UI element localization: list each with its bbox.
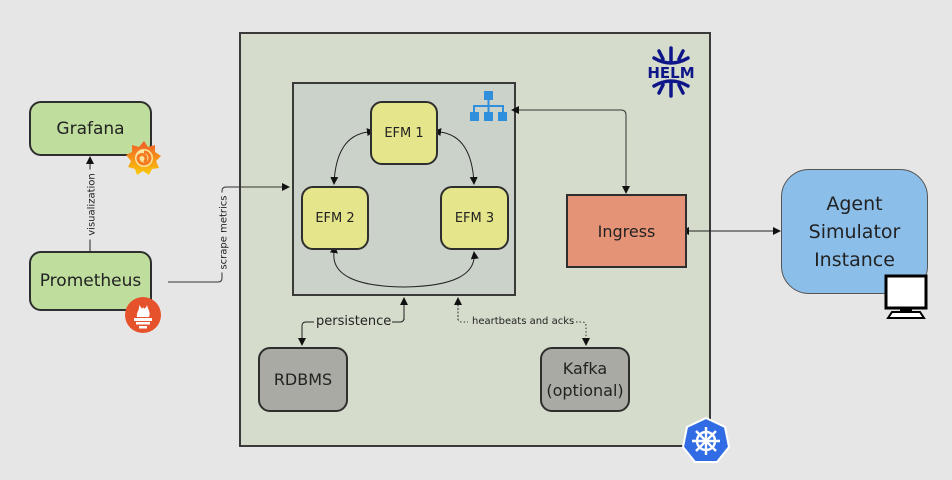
edge-efm1-efm2: [330, 128, 375, 185]
prometheus-logo-icon: [125, 297, 161, 333]
agent-label-line2: Simulator: [808, 220, 901, 243]
agent-label-line1: Agent: [826, 192, 883, 215]
agent-simulator-node[interactable]: Agent Simulator Instance: [781, 169, 928, 294]
grafana-node[interactable]: Grafana: [29, 101, 152, 156]
ingress-label: Ingress: [597, 221, 656, 241]
monitor-icon: [884, 274, 928, 319]
helm-logo-icon: HELM: [647, 46, 695, 98]
kafka-optional-label: (optional): [546, 380, 624, 400]
efm1-label: EFM 1: [384, 125, 424, 141]
edge-label-visualization: visualization: [86, 169, 98, 240]
rdbms-node[interactable]: RDBMS: [258, 347, 348, 412]
efm2-label: EFM 2: [315, 210, 355, 226]
kafka-node[interactable]: Kafka (optional): [540, 347, 630, 412]
ingress-node[interactable]: Ingress: [566, 194, 687, 268]
grafana-logo-icon: [126, 141, 161, 175]
helm-logo-text: HELM: [647, 64, 694, 82]
edge-cluster-ingress: [511, 106, 630, 194]
hierarchy-icon: [470, 91, 507, 121]
efm3-label: EFM 3: [454, 210, 495, 226]
prometheus-node[interactable]: Prometheus: [29, 251, 152, 311]
agent-label-line3: Instance: [814, 248, 895, 271]
edge-label-heartbeats: heartbeats and acks: [472, 316, 575, 327]
efm2-node[interactable]: EFM 2: [301, 186, 369, 250]
edge-label-persistence: persistence: [316, 314, 392, 329]
grafana-label: Grafana: [56, 118, 125, 139]
edge-efm2-efm3: [329, 245, 479, 288]
kubernetes-logo-icon: [681, 416, 731, 463]
efm3-node[interactable]: EFM 3: [440, 186, 509, 250]
edge-efm1-efm3: [433, 128, 478, 185]
edge-label-scrape-metrics: scrape metrics: [218, 192, 230, 273]
efm1-node[interactable]: EFM 1: [370, 101, 438, 165]
kafka-label: Kafka: [562, 358, 608, 378]
rdbms-label: RDBMS: [273, 369, 333, 389]
prometheus-label: Prometheus: [39, 271, 142, 291]
